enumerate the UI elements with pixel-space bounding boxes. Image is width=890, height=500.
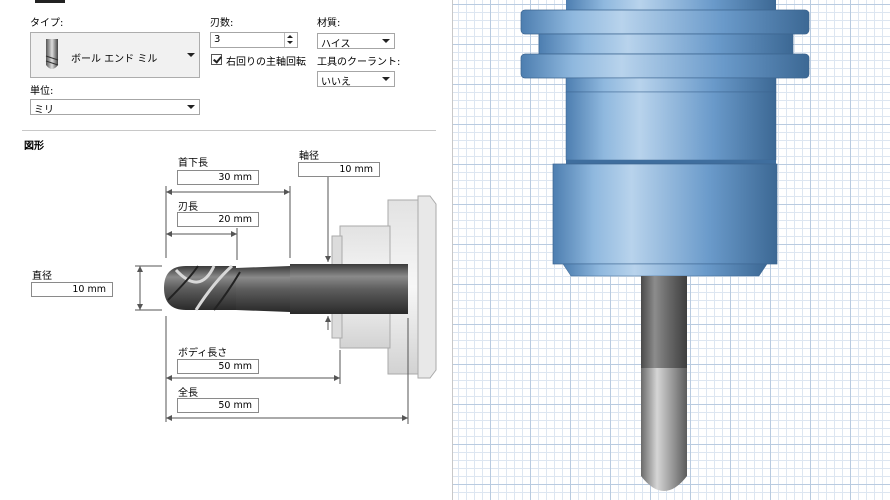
flutes-stepper[interactable]: 3 — [210, 32, 298, 48]
unit-value: ミリ — [34, 105, 54, 116]
unit-label: 単位: — [30, 86, 54, 97]
neck-length-label: 首下長 — [178, 158, 208, 169]
diameter-value: 10 mm — [72, 284, 106, 295]
flute-length-label: 刃長 — [178, 202, 198, 213]
tool-shank — [290, 264, 408, 314]
tool-flutes — [164, 264, 241, 311]
spin-down-icon[interactable] — [287, 41, 293, 44]
shaft-diameter-field[interactable]: 10 mm — [298, 162, 380, 177]
diameter-label: 直径 — [32, 271, 52, 282]
tool-geometry-diagram — [135, 172, 437, 424]
flute-length-field[interactable]: 20 mm — [177, 212, 259, 227]
tool-3d-preview-viewport[interactable] — [453, 0, 890, 500]
coolant-dropdown[interactable]: いいえ — [317, 71, 395, 88]
chevron-down-icon — [382, 77, 390, 81]
shaft-diameter-label: 軸径 — [299, 151, 319, 162]
flute-length-value: 20 mm — [218, 214, 252, 225]
tool-type-value: ボール エンド ミル — [71, 54, 158, 65]
tool-settings-panel: タイプ: ボール エンド ミル 刃数: 3 右回りの主軸回転 材質: ハイス 工… — [0, 0, 453, 500]
shank-3d — [641, 276, 687, 368]
overall-length-label: 全長 — [178, 388, 198, 399]
ball-end-3d — [641, 368, 687, 491]
ball-end-mill-icon — [45, 39, 59, 69]
flutes-label: 刃数: — [210, 18, 234, 29]
chevron-down-icon — [382, 39, 390, 43]
neck-length-field[interactable]: 30 mm — [177, 170, 259, 185]
coolant-label: 工具のクーラント: — [317, 57, 401, 68]
body-length-field[interactable]: 50 mm — [177, 359, 259, 374]
clockwise-spindle-label: 右回りの主軸回転 — [226, 57, 306, 68]
neck-length-value: 30 mm — [218, 172, 252, 183]
diameter-field[interactable]: 10 mm — [31, 282, 113, 297]
tool-3d-model — [520, 0, 810, 491]
material-value: ハイス — [321, 39, 351, 50]
holder-3d — [520, 0, 810, 277]
type-label: タイプ: — [30, 18, 64, 29]
section-divider — [22, 130, 436, 131]
unit-dropdown[interactable]: ミリ — [30, 99, 200, 116]
active-tab-indicator — [35, 0, 65, 3]
chevron-down-icon — [187, 53, 195, 57]
coolant-value: いいえ — [321, 77, 351, 88]
clockwise-spindle-checkbox[interactable] — [211, 54, 222, 65]
geometry-section-title: 図形 — [24, 141, 44, 152]
overall-length-value: 50 mm — [218, 400, 252, 411]
chevron-down-icon — [187, 105, 195, 109]
tool-neck — [236, 266, 290, 312]
tool-type-dropdown[interactable]: ボール エンド ミル — [30, 32, 200, 78]
body-length-label: ボディ長さ — [178, 348, 228, 359]
shaft-diameter-value: 10 mm — [339, 164, 373, 175]
spin-up-icon[interactable] — [287, 35, 293, 38]
body-length-value: 50 mm — [218, 361, 252, 372]
flutes-value: 3 — [214, 34, 221, 45]
material-dropdown[interactable]: ハイス — [317, 33, 395, 50]
spin-buttons[interactable] — [284, 33, 297, 47]
material-label: 材質: — [317, 18, 341, 29]
overall-length-field[interactable]: 50 mm — [177, 398, 259, 413]
